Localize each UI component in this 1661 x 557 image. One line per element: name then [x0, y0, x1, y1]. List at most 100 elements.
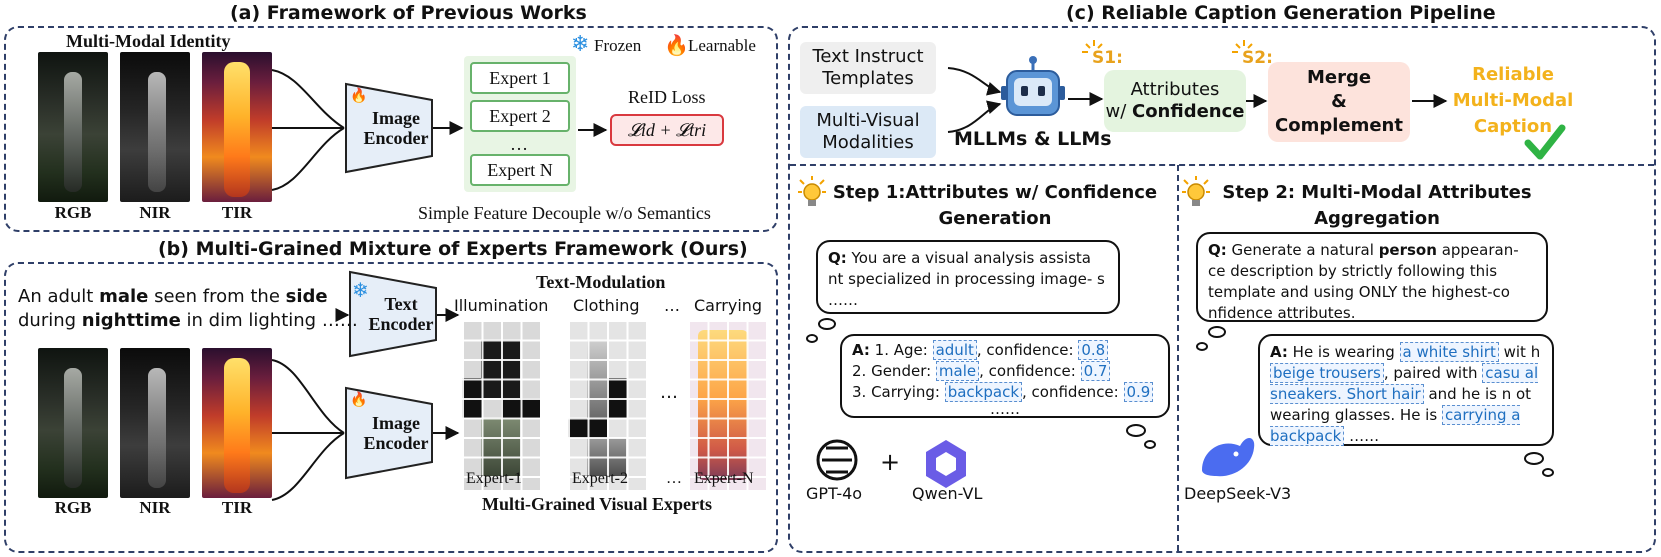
panel-c	[788, 26, 1656, 553]
expert-ellipsis-label: …	[666, 470, 682, 487]
reid-loss-title: ReID Loss	[628, 87, 706, 107]
gpt4o-label: GPT-4o	[806, 484, 863, 503]
sparkle-icon-s1	[1082, 40, 1103, 53]
expert-n-label: Expert-N	[694, 470, 754, 487]
nir-label-b: NIR	[139, 498, 171, 517]
sparkle-icon-s2	[1232, 40, 1253, 53]
bubble-dot	[1524, 452, 1544, 465]
merge-complement-box: Merge & Complement	[1268, 62, 1410, 142]
attr-ellipsis: …	[664, 296, 680, 315]
text-modulation-title: Text-Modulation	[536, 272, 666, 292]
image-encoder-b-shape	[345, 386, 433, 480]
snowflake-icon-text-encoder: ❄	[352, 278, 369, 302]
check-mark-icon	[1524, 124, 1566, 160]
image-encoder-a-shape	[345, 82, 433, 174]
panel-a-caption: Simple Feature Decouple w/o Semantics	[418, 203, 711, 223]
multi-visual-modalities: Multi-Visual Modalities	[800, 106, 936, 158]
multimodal-identity-title: Multi-Modal Identity	[66, 31, 231, 51]
snowflake-icon: ❄	[571, 32, 590, 57]
step2-answer-bubble: A: He is wearing a white shirt wit h bei…	[1258, 334, 1554, 446]
attr-illumination: Illumination	[454, 296, 549, 315]
text-encoder-shape	[349, 270, 437, 358]
panel-c-title: (c) Reliable Caption Generation Pipeline	[1066, 2, 1496, 24]
expert-ellipsis-a: …	[510, 134, 528, 154]
step2-title: Step 2: Multi-Modal Attributes Aggregati…	[1222, 182, 1532, 229]
panel-b-title: (b) Multi-Grained Mixture of Experts Fra…	[158, 238, 748, 260]
step1-answer-row-3: 3. Carrying: backpack, confidence: 0.9	[852, 382, 1158, 403]
legend-learnable: Learnable	[688, 36, 756, 55]
step2-question-bubble: Q: Generate a natural person appearan- c…	[1196, 232, 1548, 322]
nir-label-a: NIR	[139, 203, 171, 222]
step1-answer-row-1: A: 1. Age: adult, confidence: 0.8	[852, 340, 1158, 361]
robot-icon	[1001, 56, 1065, 116]
plus-sign: +	[880, 448, 901, 476]
reid-loss-formula: 𝓛id + 𝓛tri	[627, 119, 707, 140]
text-caption-line1: An adult male seen from the side	[18, 286, 328, 307]
step1-answer-bubble: A: 1. Age: adult, confidence: 0.8 2. Gen…	[840, 334, 1170, 418]
flame-icon-encoder-a: 🔥	[350, 88, 368, 104]
lightbulb-icon-step2	[1182, 176, 1210, 206]
nir-image-b	[120, 348, 190, 498]
expert-2-grid	[568, 320, 646, 490]
flame-icon: 🔥	[664, 33, 689, 57]
bubble-dot	[806, 334, 818, 343]
attr-box-line2: w/ Confidence	[1105, 101, 1245, 122]
qwen-vl-label: Qwen-VL	[912, 484, 983, 503]
expert-2-label: Expert-2	[572, 470, 628, 487]
nir-image-a	[120, 52, 190, 202]
lightbulb-icon-step1	[798, 176, 826, 206]
qwen-logo-icon	[926, 440, 966, 488]
legend-frozen: Frozen	[594, 36, 642, 55]
panel-c-vdivider	[1177, 165, 1179, 551]
panel-c-hdivider	[790, 164, 1654, 166]
panel-a-title: (a) Framework of Previous Works	[230, 2, 587, 24]
flame-icon-encoder-b: 🔥	[350, 392, 368, 408]
text-encoder: Text Encoder	[368, 294, 434, 334]
attr-box-line1: Attributes	[1130, 79, 1220, 100]
rgb-image-b	[38, 348, 108, 498]
step1-answer-row-2: 2. Gender: male, confidence: 0.7	[852, 361, 1158, 382]
attr-clothing: Clothing	[573, 296, 640, 315]
tir-image-b	[202, 348, 272, 498]
bubble-dot	[1196, 342, 1208, 351]
expert-n-a: Expert N	[470, 154, 570, 186]
rgb-label-b: RGB	[54, 498, 92, 517]
rgb-image-a	[38, 52, 108, 202]
tir-label-b: TIR	[221, 498, 253, 517]
step1-title: Step 1:Attributes w/ Confidence Generati…	[832, 182, 1158, 229]
gpt-logo-icon	[816, 439, 858, 481]
reid-loss-box: 𝓛id + 𝓛tri	[610, 114, 724, 146]
s1-label: S1:	[1092, 48, 1123, 68]
mllm-label: MLLMs & LLMs	[954, 128, 1112, 150]
image-encoder-a: Image Encoder	[363, 108, 429, 148]
deepseek-label: DeepSeek-V3	[1184, 484, 1292, 503]
text-instruct-templates: Text Instruct Templates	[800, 42, 936, 94]
bubble-dot	[1208, 326, 1226, 338]
attributes-confidence-box: Attributes w/ Confidence	[1104, 70, 1246, 132]
expert-1-a: Expert 1	[470, 62, 570, 94]
bubble-dot	[1542, 468, 1554, 477]
s2-label: S2:	[1242, 48, 1273, 68]
reliable-caption-output: Reliable Multi-Modal Caption	[1452, 64, 1574, 137]
deepseek-logo-icon	[1202, 437, 1255, 477]
visual-experts-title: Multi-Grained Visual Experts	[482, 494, 713, 514]
tir-label-a: TIR	[221, 203, 253, 222]
panel-b	[4, 262, 778, 553]
bubble-dot	[1126, 424, 1146, 437]
bubble-dot	[818, 318, 836, 330]
expert-n-grid	[688, 320, 766, 490]
step1-answer-more: ……	[990, 400, 1020, 418]
attr-carrying: Carrying	[694, 296, 763, 315]
expert-grid-ellipsis: …	[660, 382, 678, 403]
step1-question-bubble: Q: You are a visual analysis assista nt …	[816, 240, 1120, 314]
text-caption-line2: during nighttime in dim lighting ……	[18, 310, 358, 331]
expert-2-a: Expert 2	[470, 100, 570, 132]
tir-image-a	[202, 52, 272, 202]
expert-1-label: Expert-1	[466, 470, 522, 487]
panel-a	[4, 26, 778, 232]
rgb-label-a: RGB	[54, 203, 92, 222]
image-encoder-b: Image Encoder	[363, 413, 429, 453]
bubble-dot	[1144, 440, 1156, 449]
expert-1-grid	[462, 320, 540, 490]
